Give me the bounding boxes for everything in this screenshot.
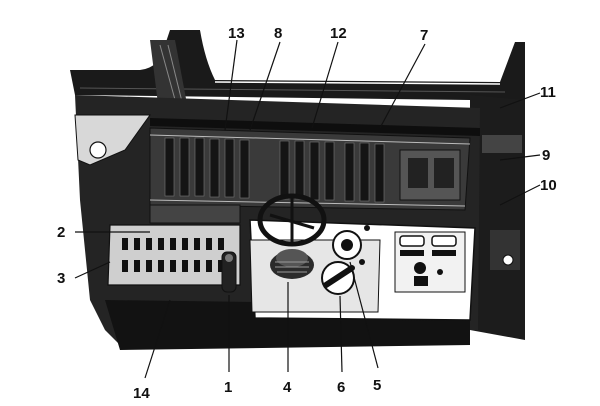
callout-5: 5: [373, 377, 381, 394]
switch-row-lower: [122, 260, 224, 272]
callout-7: 7: [420, 27, 428, 44]
callout-4: 4: [283, 379, 292, 396]
callout-3: 3: [57, 270, 65, 287]
gauge-slats: [164, 137, 385, 203]
callout-11: 11: [540, 84, 556, 101]
callout-1: 1: [224, 379, 232, 396]
cab-frame: [70, 30, 525, 340]
callout-2: 2: [57, 224, 65, 241]
leader-lines: [74, 39, 541, 379]
handwheel: [257, 193, 327, 279]
callout-9: 9: [542, 147, 550, 164]
callout-6: 6: [337, 379, 345, 396]
callout-labels: 13 8 12 7 11 9 10 2 3 14 1 4 6 5: [57, 25, 557, 402]
callout-14: 14: [133, 385, 150, 402]
instrument-panel: [149, 118, 480, 211]
switch-panel: [107, 204, 241, 293]
button-panel: [394, 231, 466, 293]
callout-10: 10: [540, 177, 557, 194]
callout-8: 8: [274, 25, 282, 42]
control-knob-lower: [321, 259, 365, 295]
callout-12: 12: [330, 25, 347, 42]
callout-13: 13: [228, 25, 245, 42]
switch-row-upper: [122, 238, 224, 250]
control-knob-upper: [332, 225, 370, 260]
